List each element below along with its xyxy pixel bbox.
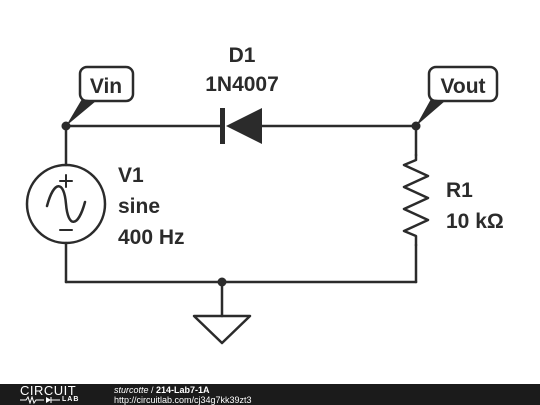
circuit-url[interactable]: http://circuitlab.com/cj34g7kk39zt3 — [114, 395, 252, 405]
circuit-schematic: Vin Vout D1 1N4007 V1 sine 400 Hz R1 10 … — [25, 44, 504, 345]
diode-designator: D1 — [229, 44, 256, 67]
circuitlab-logo[interactable]: CIRCUIT LAB — [20, 384, 100, 405]
source-designator: V1 — [118, 164, 144, 187]
circuit-meta: sturcotte / 214-Lab7-1A http://circuitla… — [114, 385, 252, 405]
footer-bar: CIRCUIT LAB sturcotte / 214-Lab7-1A http… — [0, 384, 540, 405]
vout-label: Vout — [440, 75, 485, 98]
vin-label: Vin — [90, 75, 122, 98]
byline-separator: / — [148, 385, 157, 395]
junction-ground — [217, 277, 227, 287]
ground-symbol — [192, 314, 252, 345]
logo-text-top: CIRCUIT — [20, 383, 77, 398]
voltage-source-symbol — [25, 163, 107, 245]
resistor-designator: R1 — [446, 179, 473, 202]
diode-part: 1N4007 — [205, 73, 279, 96]
logo-waveform-icon — [20, 396, 60, 404]
diode-cathode-bar — [220, 108, 225, 144]
vin-label-box — [78, 65, 135, 103]
sine-wave-symbol — [45, 185, 87, 223]
source-waveform: sine — [118, 195, 160, 218]
vin-label-pointer — [66, 99, 96, 126]
resistor-symbol — [402, 153, 430, 247]
resistor-value: 10 kΩ — [446, 210, 504, 233]
diode-symbol — [226, 108, 262, 144]
vout-label-pointer — [416, 99, 445, 126]
circuit-byline: sturcotte / 214-Lab7-1A — [114, 385, 252, 395]
circuit-title[interactable]: 214-Lab7-1A — [156, 385, 210, 395]
source-frequency: 400 Hz — [118, 226, 185, 249]
vout-label-box — [427, 65, 499, 103]
logo-text-bottom: LAB — [62, 396, 80, 403]
author-name[interactable]: sturcotte — [114, 385, 149, 395]
